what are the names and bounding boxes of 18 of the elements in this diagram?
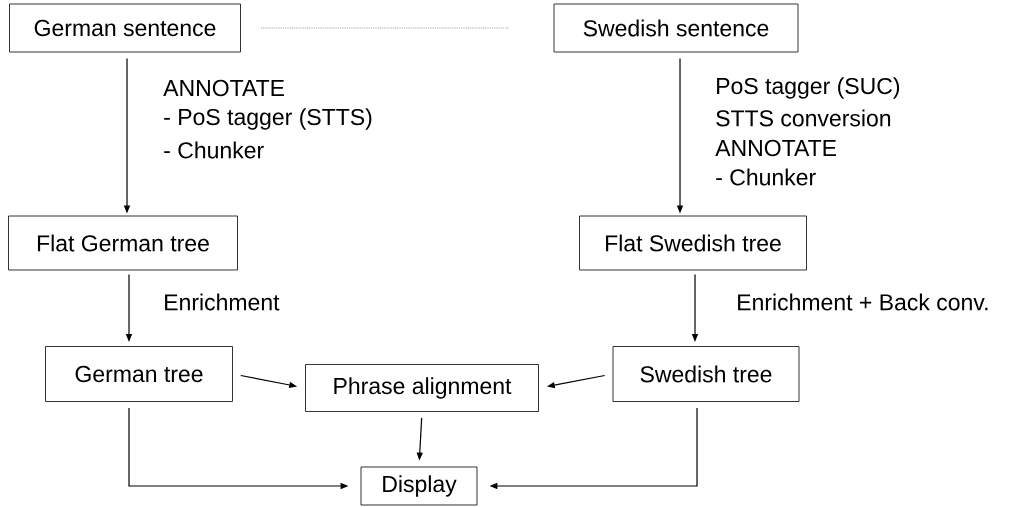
annotation-text: - PoS tagger (STTS) (164, 108, 372, 130)
process-box: Swedish sentence (553, 3, 799, 53)
annotation-text: Enrichment + Back conv. (738, 293, 988, 311)
annotation-text: - Chunker (164, 141, 264, 159)
process-box: Flat Swedish tree (579, 215, 807, 271)
process-box: German tree (45, 346, 233, 402)
process-box: Flat German tree (8, 215, 238, 271)
process-box: German sentence (9, 3, 241, 53)
annotation-text: ANNOTATE (163, 79, 285, 97)
process-box: Phrase alignment (305, 364, 539, 412)
annotation-text: - Chunker (716, 168, 816, 186)
annotation-text: PoS tagger (SUC) (717, 77, 900, 99)
annotation-text: STTS conversion (716, 109, 891, 127)
connector-line (260, 27, 510, 29)
process-box: Swedish tree (612, 346, 800, 402)
annotation-text: ANNOTATE (715, 139, 837, 157)
annotation-text: Enrichment (165, 293, 280, 311)
process-box: Display (360, 466, 478, 506)
